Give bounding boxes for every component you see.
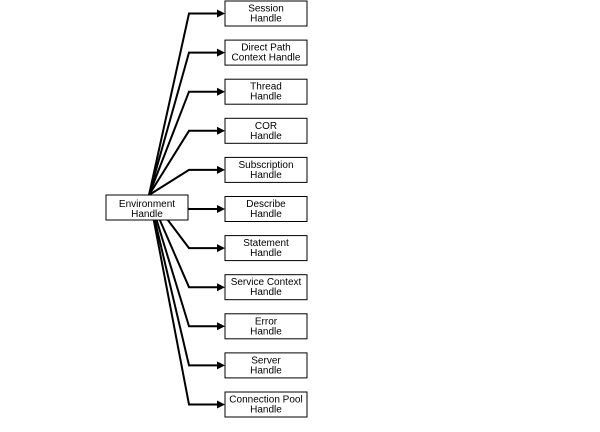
- node-box: [224, 235, 308, 262]
- arrowhead: [217, 87, 225, 96]
- node-label-line-2: Handle: [250, 405, 282, 416]
- node-label-line-1: Subscription: [238, 160, 293, 171]
- edge-environment-to-server: [148, 194, 225, 370]
- arrowhead: [217, 322, 225, 331]
- node-label-line-2: Handle: [250, 326, 282, 337]
- node-box: [224, 0, 308, 27]
- node-label-line-2: Handle: [250, 14, 282, 25]
- node-label-line-1: COR: [255, 121, 277, 132]
- arrowhead: [217, 126, 225, 135]
- arrowhead: [217, 361, 225, 370]
- node-label-line-2: Handle: [250, 92, 282, 103]
- edge-environment-to-session: [148, 9, 225, 196]
- arrowhead: [217, 244, 225, 253]
- edge-environment-to-service-context: [148, 194, 225, 292]
- node-box: [224, 117, 308, 144]
- node-box: [224, 313, 308, 340]
- edge-line: [148, 194, 218, 406]
- node-label-line-1: Connection Pool: [229, 395, 302, 406]
- node-label-line-2: Handle: [131, 209, 163, 220]
- node-label-line-2: Handle: [250, 209, 282, 220]
- edge-line: [148, 129, 218, 196]
- node-box: [224, 78, 308, 105]
- node-label-line-1: Environment: [119, 199, 175, 210]
- edge-environment-to-cor: [148, 126, 225, 196]
- node-label-line-1: Describe: [246, 199, 286, 210]
- node-box: [224, 391, 308, 418]
- edge-environment-to-thread: [148, 87, 225, 196]
- node-label-line-1: Direct Path: [241, 43, 290, 54]
- edge-environment-to-direct-path-context: [148, 48, 225, 196]
- node-box: [105, 194, 189, 221]
- arrowhead: [217, 9, 225, 18]
- edge-line: [148, 12, 218, 196]
- arrowhead: [217, 205, 225, 213]
- edge-line: [148, 51, 218, 196]
- node-label-line-2: Handle: [250, 170, 282, 181]
- node-label-line-1: Service Context: [231, 277, 302, 288]
- arrowhead: [217, 165, 225, 174]
- edge-line: [148, 168, 218, 196]
- node-box: [224, 156, 308, 183]
- arrowhead: [217, 400, 225, 409]
- node-label-line-1: Error: [255, 316, 278, 327]
- node-box: [224, 196, 308, 222]
- edge-line: [148, 194, 218, 367]
- edge-line: [148, 194, 218, 328]
- node-label-line-1: Statement: [243, 238, 289, 249]
- node-box: [224, 274, 308, 301]
- node-label-line-2: Context Handle: [232, 53, 301, 64]
- edge-line: [148, 194, 218, 289]
- node-label-line-2: Handle: [250, 131, 282, 142]
- node-environment-handle: Environment Handle: [105, 194, 189, 221]
- node-label-line-1: Session: [248, 4, 284, 15]
- edge-environment-to-error: [148, 194, 225, 331]
- node-label-line-1: Server: [251, 355, 281, 366]
- node-label-line-2: Handle: [250, 248, 282, 259]
- arrowhead: [217, 283, 225, 292]
- edge-line: [148, 90, 218, 196]
- node-box: [224, 39, 308, 66]
- edge-environment-to-subscription: [148, 165, 225, 196]
- node-label-line-1: Thread: [250, 82, 282, 93]
- edge-environment-to-connection-pool: [148, 194, 225, 409]
- arrowhead: [217, 48, 225, 57]
- node-box: [224, 352, 308, 379]
- node-label-line-2: Handle: [250, 365, 282, 376]
- node-label-line-2: Handle: [250, 287, 282, 298]
